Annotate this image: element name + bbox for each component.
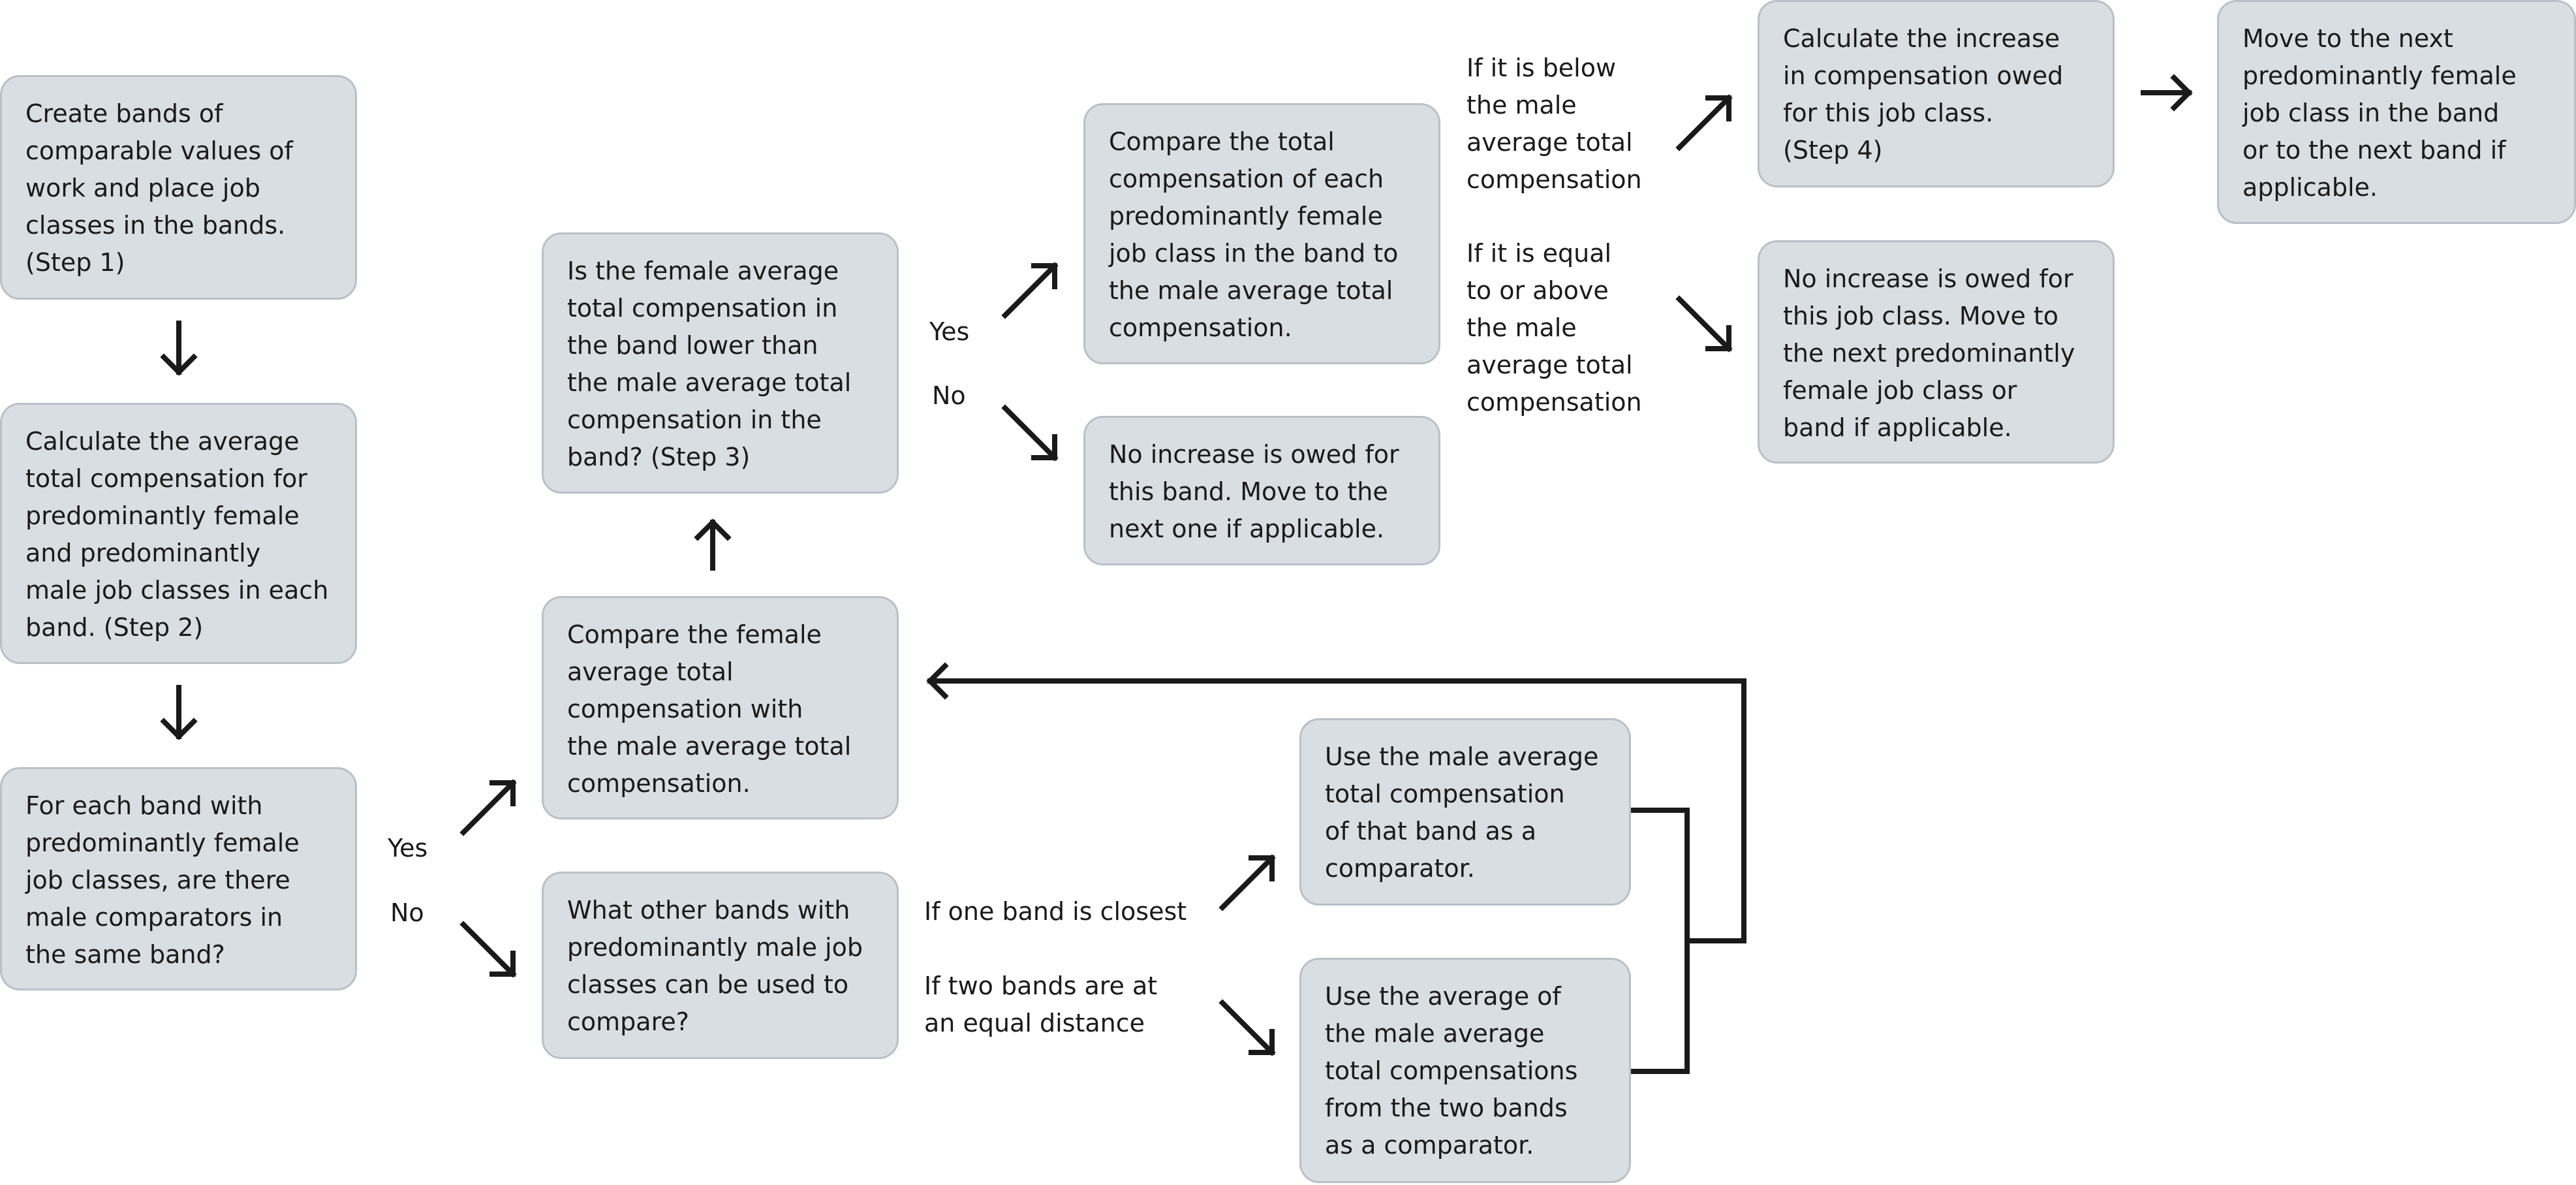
if-equal-above-label: If it is equal to or above the male aver… (1466, 239, 1642, 417)
no-increase-class-box: No increase is owed for this job class. … (1758, 240, 2115, 464)
arrow-right-icon (2141, 74, 2193, 112)
no-label: No (390, 898, 424, 927)
step3-question-box: Is the female average total compensation… (542, 232, 899, 494)
yes-label: Yes (929, 317, 970, 346)
step4-calculate-box: Calculate the increase in compensation o… (1758, 0, 2115, 187)
move-next-box: Move to the next predominantly female jo… (2217, 0, 2576, 224)
arrow-down-icon (160, 685, 198, 740)
feedback-loop-connector (926, 662, 1746, 1074)
arrow-up-icon (694, 518, 732, 571)
arrow-down-right-icon (1675, 295, 1733, 353)
if-one-band-label: If one band is closest (924, 897, 1187, 926)
arrow-up-right-icon (1001, 262, 1059, 319)
use-male-average-box: Use the male average total compensation … (1299, 718, 1631, 906)
other-bands-question-box: What other bands with predominantly male… (542, 872, 899, 1059)
if-below-label: If it is below the male average total co… (1466, 54, 1642, 194)
comparators-question-box: For each band with predominantly female … (0, 767, 357, 990)
compare-each-class-box: Compare the total compensation of each p… (1083, 103, 1440, 364)
arrow-down-icon (160, 321, 198, 376)
use-average-two-box: Use the average of the male average tota… (1299, 958, 1631, 1183)
if-two-bands-label: If two bands are at an equal distance (924, 972, 1158, 1037)
no-label: No (932, 381, 966, 410)
compare-female-male-box: Compare the female average total compens… (542, 596, 899, 819)
arrow-down-right-icon (1001, 404, 1059, 462)
step1-box: Create bands of comparable values of wor… (0, 75, 357, 300)
arrow-up-right-icon (459, 779, 517, 836)
yes-label: Yes (388, 834, 428, 862)
arrow-down-right-icon (459, 921, 517, 978)
no-increase-band-box: No increase is owed for this band. Move … (1083, 416, 1440, 565)
step2-box: Calculate the average total compensation… (0, 403, 357, 664)
arrow-down-right-icon (1218, 999, 1276, 1056)
arrow-up-right-icon (1218, 854, 1276, 911)
arrow-up-right-icon (1675, 94, 1733, 151)
